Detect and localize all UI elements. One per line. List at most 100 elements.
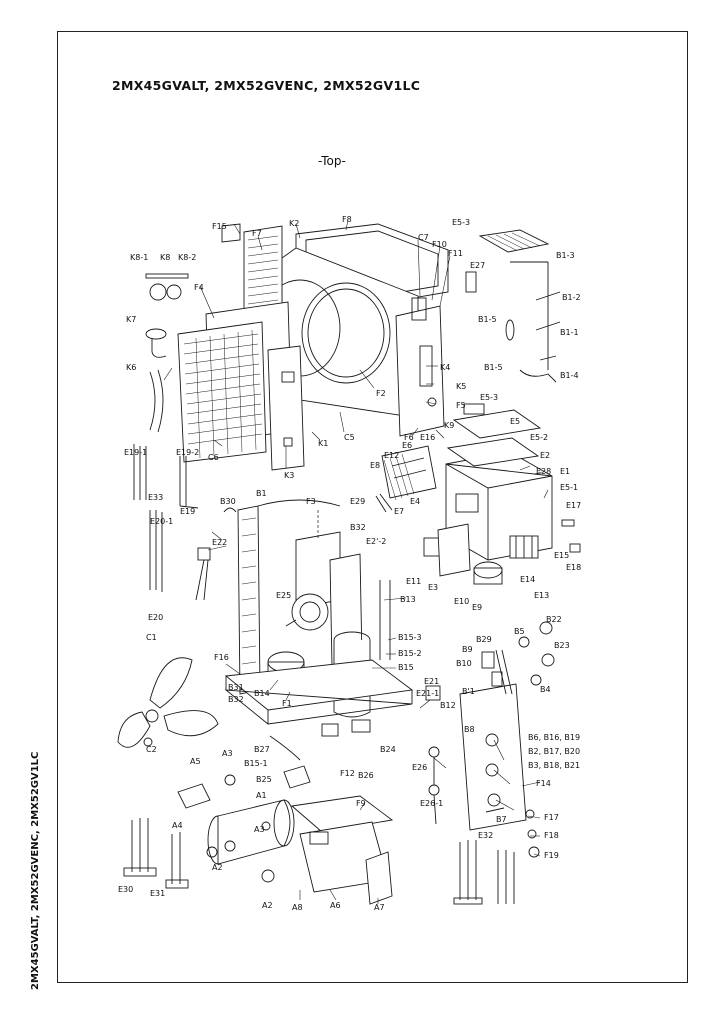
label-e6: E6 (402, 441, 412, 450)
label-b23: B23 (554, 641, 570, 650)
label-e32: E32 (478, 831, 493, 840)
label-e30: E30 (118, 885, 133, 894)
label-b15: B15 (398, 663, 414, 672)
label-b27: B27 (254, 745, 270, 754)
view-label: -Top- (318, 154, 346, 168)
reactor-e3 (423, 523, 471, 577)
fittings-k8 (145, 273, 189, 301)
label-k4: K4 (440, 363, 450, 372)
label-e19-1: E19-1 (124, 448, 147, 457)
label-b30: B30 (220, 497, 236, 506)
label-b9: B9 (462, 645, 473, 654)
label-a3-bottom: A3 (254, 825, 265, 834)
muffler-a1 (207, 799, 295, 865)
fan-motor-e25 (285, 593, 329, 631)
valves-b5-b22-b23-b4 (518, 621, 555, 686)
label-f18: F18 (544, 831, 559, 840)
pipe-b15-1 (269, 735, 301, 761)
label-e5-2: E5-2 (530, 433, 548, 442)
label-c2: C2 (146, 745, 157, 754)
label-f2: F2 (376, 389, 386, 398)
label-b32-bottom: B32 (228, 695, 244, 704)
label-b1-5-a: B1-5 (478, 315, 497, 324)
label-e20-1: E20-1 (150, 517, 173, 526)
label-b5: B5 (514, 627, 525, 636)
label-e13: E13 (534, 591, 549, 600)
label-e26-1: E26-1 (420, 799, 443, 808)
wire-harness-e32 (453, 840, 515, 905)
label-f9: F9 (356, 799, 366, 808)
label-e7: E7 (394, 507, 404, 516)
clip-b30 (223, 507, 237, 513)
label-b1-1: B1-1 (560, 328, 579, 337)
label-e28: E28 (536, 467, 551, 476)
label-f3: F3 (306, 497, 316, 506)
sensor-e22 (195, 547, 211, 601)
label-c5: C5 (344, 433, 355, 442)
wiring-e19-e20-e33 (133, 444, 199, 592)
label-k1: K1 (318, 439, 328, 448)
label-b13: B13 (400, 595, 416, 604)
label-b15-2: B15-2 (398, 649, 422, 658)
feet-b24-b26 (321, 719, 371, 737)
base-frame-f1 (224, 659, 414, 725)
label-e5-3-mid: E5-3 (480, 393, 498, 402)
leader-lines (163, 219, 549, 904)
label-a2-lower: A2 (262, 901, 273, 910)
label-b1-2: B1-2 (562, 293, 581, 302)
label-a8: A8 (292, 903, 303, 912)
nut-c2 (143, 737, 153, 747)
label-b15-3: B15-3 (398, 633, 422, 642)
label-b1-5-b: B1-5 (484, 363, 503, 372)
label-e18: E18 (566, 563, 581, 572)
label-b15-1: B15-1 (244, 759, 268, 768)
page-border (57, 31, 688, 983)
valve-b25 (283, 765, 311, 789)
label-a3-top: A3 (222, 749, 233, 758)
label-f17: F17 (544, 813, 559, 822)
label-e5: E5 (510, 417, 520, 426)
label-k2: K2 (289, 219, 299, 228)
label-e10: E10 (454, 597, 469, 606)
label-e17: E17 (566, 501, 581, 510)
label-b3-b18-b21: B3, B18, B21 (528, 761, 580, 770)
label-b10: B10 (456, 659, 472, 668)
label-e25: E25 (276, 591, 291, 600)
label-e8: E8 (370, 461, 380, 470)
label-b2-b17-b20: B2, B17, B20 (528, 747, 580, 756)
label-b1: B1 (256, 489, 267, 498)
label-e22: E22 (212, 538, 227, 547)
label-e19: E19 (180, 507, 195, 516)
label-e19-2: E19-2 (176, 448, 199, 457)
label-a5: A5 (190, 757, 201, 766)
label-e20: E20 (148, 613, 163, 622)
label-f14: F14 (536, 779, 551, 788)
label-f11: F11 (448, 249, 463, 258)
terminal-strip-e14 (509, 535, 539, 559)
nozzle-k7 (145, 328, 167, 358)
label-e14: E14 (520, 575, 535, 584)
label-b1-4: B1-4 (560, 371, 579, 380)
strap-k6 (149, 369, 164, 433)
label-e27: E27 (470, 261, 485, 270)
label-b1-3: B1-3 (556, 251, 575, 260)
small-parts-e15-e17-e18 (561, 519, 581, 553)
label-k8-1: K8-1 (130, 253, 148, 262)
label-e21-1: E21-1 (416, 689, 439, 698)
label-f16: F16 (214, 653, 229, 662)
label-c1: C1 (146, 633, 157, 642)
label-f15: F15 (212, 222, 227, 231)
pcb-e5 (446, 403, 542, 467)
page-title: 2MX45GVALT, 2MX52GVENC, 2MX52GV1LC (112, 78, 421, 93)
capacitor-e10 (473, 561, 503, 585)
label-e9: E9 (472, 603, 482, 612)
label-b32: B32 (350, 523, 366, 532)
label-a1: A1 (256, 791, 267, 800)
label-k6: K6 (126, 363, 136, 372)
heat-sink-e4 (383, 453, 415, 501)
expansion-valves-b9-b10 (481, 649, 513, 695)
label-b14: B14 (254, 689, 270, 698)
label-e4: E4 (410, 497, 420, 506)
right-side-panel-k9 (395, 297, 445, 437)
